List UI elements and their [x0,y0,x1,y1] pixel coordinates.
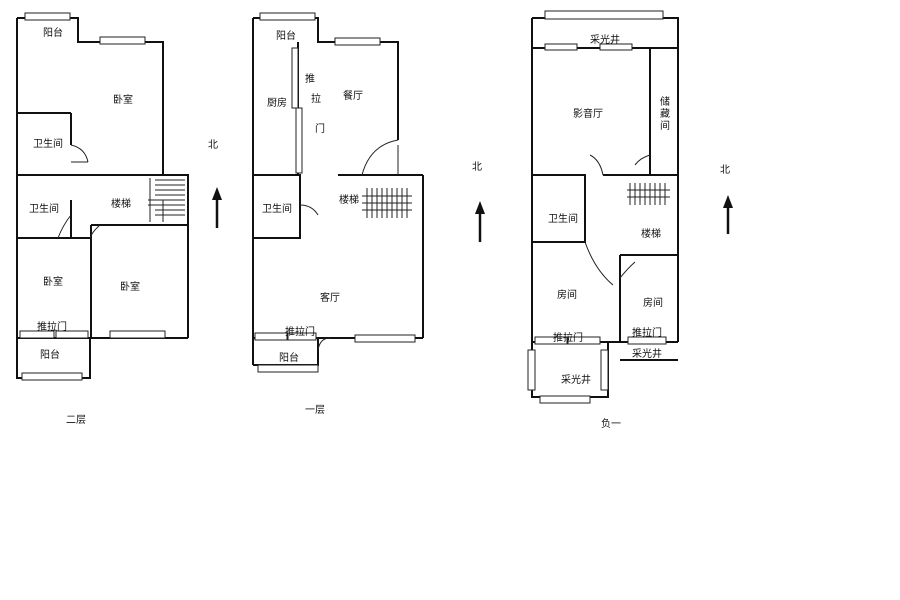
label-theater: 影音厅 [573,107,603,120]
label-living-1f: 客厅 [320,291,340,304]
north-arrow-icon [723,195,733,234]
caption-first-floor: 一层 [305,404,325,416]
label-dining-1f: 餐厅 [343,89,363,102]
north-label-2f: 北 [208,139,218,151]
label-bath-1f: 卫生间 [262,202,292,215]
label-balcony-bottom-1f: 阳台 [279,351,299,364]
label-balcony-top-2f: 阳台 [43,26,63,39]
label-room-right: 房间 [643,296,663,309]
north-label-basement: 北 [720,164,730,176]
caption-second-floor: 二层 [66,414,86,426]
label-stairs-1f: 楼梯 [339,193,359,206]
label-bath-1-2f: 卫生间 [33,137,63,150]
caption-basement: 负一 [601,417,621,430]
label-lightwell-top: 采光井 [590,33,620,46]
label-sliding-door-2f: 推拉门 [37,320,67,333]
label-bedroom-left-2f: 卧室 [43,275,63,288]
label-storage-1: 储 [660,95,670,108]
stairs-symbol-basement [627,183,670,205]
label-storage-3: 间 [660,119,670,132]
label-stairs-2f: 楼梯 [111,197,131,210]
stairs-symbol-first [362,188,412,218]
label-lightwell-bottom: 采光井 [561,373,591,386]
label-stairs-basement: 楼梯 [641,227,661,240]
label-slide-3: 门 [315,122,325,135]
stairs-symbol-second [148,178,185,222]
floor-basement: 采光井 影音厅 储 藏 间 卫生间 楼梯 房间 房间 推拉门 推拉门 采光井 采… [527,10,733,430]
label-sliding-door-1f: 推拉门 [285,325,315,338]
label-balcony-top-1f: 阳台 [276,29,296,42]
floor-second: 阳台 卧室 卫生间 卫生间 楼梯 卧室 卧室 推拉门 阳台 北 二层 [16,12,222,426]
label-sliding-door-right: 推拉门 [632,326,662,339]
label-slide-2: 拉 [311,92,321,105]
label-sliding-door-left: 推拉门 [553,331,583,344]
north-arrow-icon [212,187,222,228]
north-label-1f: 北 [472,161,482,173]
label-slide-1: 推 [305,72,315,85]
label-balcony-bottom-2f: 阳台 [40,348,60,361]
label-storage-2: 藏 [660,108,670,120]
label-lightwell-small: 采光井 [632,347,662,360]
label-bedroom-top-2f: 卧室 [113,93,133,106]
label-bedroom-right-2f: 卧室 [120,280,140,293]
label-bath-basement: 卫生间 [548,212,578,225]
label-room-left: 房间 [557,288,577,301]
label-kitchen-1f: 厨房 [267,96,287,109]
north-arrow-icon [475,201,485,242]
label-bath-2-2f: 卫生间 [29,202,59,215]
floor-first: 阳台 厨房 推 拉 门 餐厅 楼梯 卫生间 客厅 推拉门 阳台 北 一层 [252,12,485,416]
